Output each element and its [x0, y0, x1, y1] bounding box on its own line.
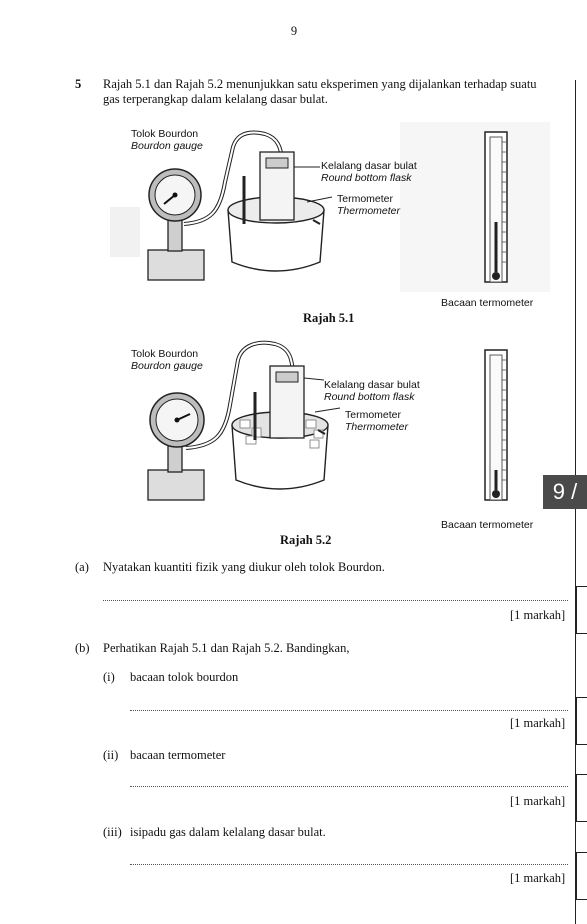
fig2-gauge-label-my: Tolok Bourdon	[131, 348, 199, 360]
fig1-flask-label-my: Kelalang dasar bulat	[321, 160, 417, 172]
mark-box-b-iii	[576, 852, 587, 900]
fig2-thermo-label-en: Thermometer	[345, 421, 409, 433]
fig1-gauge-label-my: Tolok Bourdon	[131, 128, 199, 140]
mark-box-b-i	[576, 697, 587, 745]
part-b-ii-label: (ii)	[103, 748, 119, 762]
part-b-iii-question: isipadu gas dalam kelalang dasar bulat.	[130, 825, 326, 839]
figure-5-1-drawing	[110, 122, 550, 292]
fig2-thermo-label-my: Termometer	[345, 409, 402, 421]
answer-line-b-i[interactable]	[130, 710, 568, 711]
question-intro-line1: Rajah 5.1 dan Rajah 5.2 menunjukkan satu…	[103, 77, 537, 91]
part-a-question: Nyatakan kuantiti fizik yang diukur oleh…	[103, 560, 385, 574]
fig2-gauge-label-en: Bourdon gauge	[131, 360, 203, 372]
fig1-reading-label: Bacaan termometer	[441, 297, 534, 309]
fig1-thermo-label-my: Termometer	[337, 193, 394, 205]
fig1-flask-label-en: Round bottom flask	[321, 172, 412, 184]
part-b-iii-label: (iii)	[103, 825, 122, 839]
fig1-thermo-label-en: Thermometer	[337, 205, 401, 217]
marks-a: [1 markah]	[510, 608, 566, 622]
page-number: 9	[290, 24, 298, 38]
marks-b-ii: [1 markah]	[510, 794, 566, 808]
mark-box-b-ii	[576, 774, 587, 822]
part-b-i-label: (i)	[103, 670, 115, 684]
fig2-flask-label-my: Kelalang dasar bulat	[324, 379, 420, 391]
mark-box-a	[576, 586, 587, 634]
figure-5-2	[100, 330, 560, 530]
part-b-ii-question: bacaan termometer	[130, 748, 226, 762]
question-number: 5	[75, 77, 82, 91]
part-b-label: (b)	[75, 641, 90, 655]
part-b-i-question: bacaan tolok bourdon	[130, 670, 239, 684]
fig1-gauge-label-en: Bourdon gauge	[131, 140, 203, 152]
question-intro-line2: gas terperangkap dalam kelalang dasar bu…	[103, 92, 328, 106]
part-b-question: Perhatikan Rajah 5.1 dan Rajah 5.2. Band…	[103, 641, 350, 655]
figure-caption-5-1: Rajah 5.1	[303, 311, 355, 325]
answer-line-a[interactable]	[103, 600, 568, 601]
page-badge: 9 /	[543, 475, 587, 509]
fig2-flask-label-en: Round bottom flask	[324, 391, 415, 403]
answer-line-b-iii[interactable]	[130, 864, 568, 865]
marks-b-iii: [1 markah]	[510, 871, 566, 885]
fig2-reading-label: Bacaan termometer	[441, 519, 534, 531]
marks-b-i: [1 markah]	[510, 716, 566, 730]
part-a-label: (a)	[75, 560, 89, 574]
figure-5-1	[100, 112, 560, 327]
answer-line-b-ii[interactable]	[130, 786, 568, 787]
figure-caption-5-2: Rajah 5.2	[280, 533, 332, 547]
figure-5-2-drawing	[147, 340, 508, 501]
